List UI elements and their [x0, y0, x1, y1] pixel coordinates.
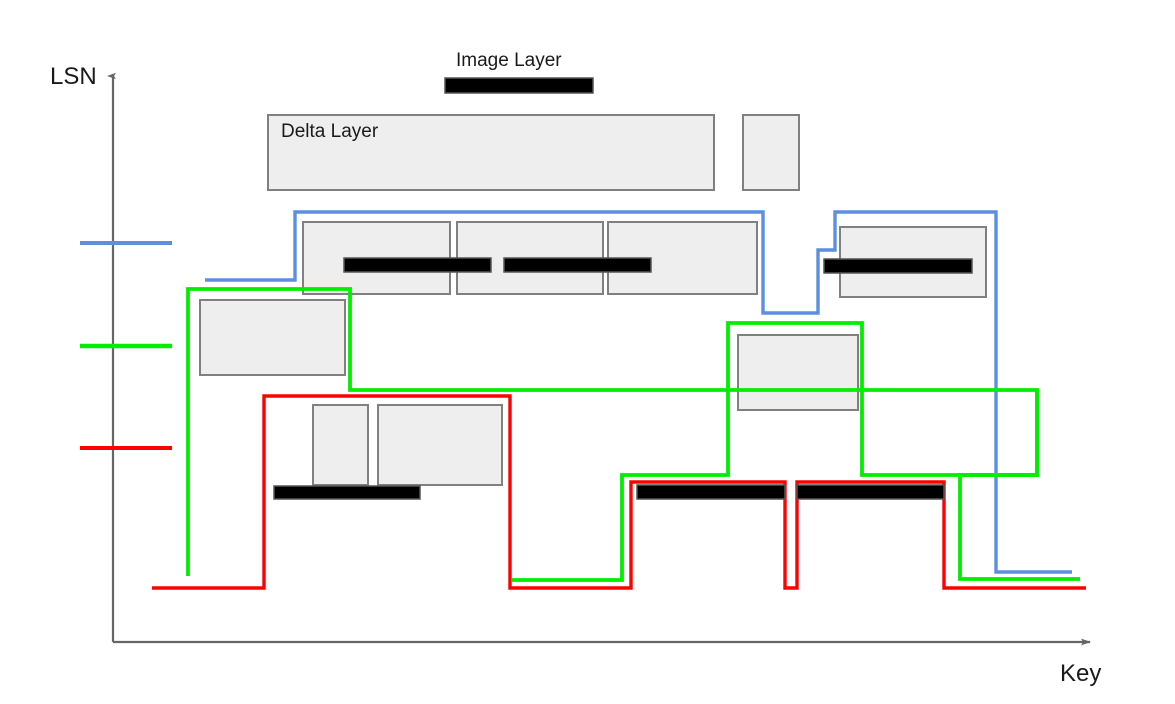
green-layer-box-left[interactable] [199, 299, 346, 376]
red-lsn-line[interactable] [152, 394, 1086, 590]
image-layer-bar-low-right[interactable] [796, 484, 945, 500]
delta-layer-box-small-right[interactable] [742, 114, 800, 191]
layer-boxes-group [199, 114, 987, 486]
image-layer-bar-low-left[interactable] [273, 485, 421, 500]
x-axis-label: Key [1060, 660, 1102, 687]
lsn-step-lines [152, 210, 1086, 590]
delta-layer-annotation: Delta Layer [281, 121, 379, 142]
image-layer-bar-mid-2[interactable] [503, 257, 652, 273]
red-layer-box-wide[interactable] [377, 404, 503, 486]
image-layer-bar-top[interactable] [444, 77, 594, 94]
red-layer-box-small[interactable] [312, 404, 369, 486]
image-layer-annotation: Image Layer [456, 50, 562, 71]
delta-layer-box[interactable] [267, 114, 715, 191]
green-lsn-line[interactable] [186, 287, 1039, 582]
y-axis-ticks [80, 241, 172, 450]
blue-lsn-line[interactable] [205, 210, 1072, 574]
blue-layer-box-3[interactable] [607, 221, 758, 295]
image-layer-bars-group [273, 77, 973, 500]
axes-group [113, 76, 1091, 646]
image-layer-bar-mid-1[interactable] [343, 257, 492, 273]
green-lsn-line-tail[interactable] [958, 390, 1080, 581]
image-layer-bar-right[interactable] [823, 258, 973, 274]
green-layer-box-right[interactable] [737, 334, 859, 411]
y-axis-label: LSN [50, 63, 97, 90]
image-layer-bar-low-mid[interactable] [636, 484, 786, 500]
